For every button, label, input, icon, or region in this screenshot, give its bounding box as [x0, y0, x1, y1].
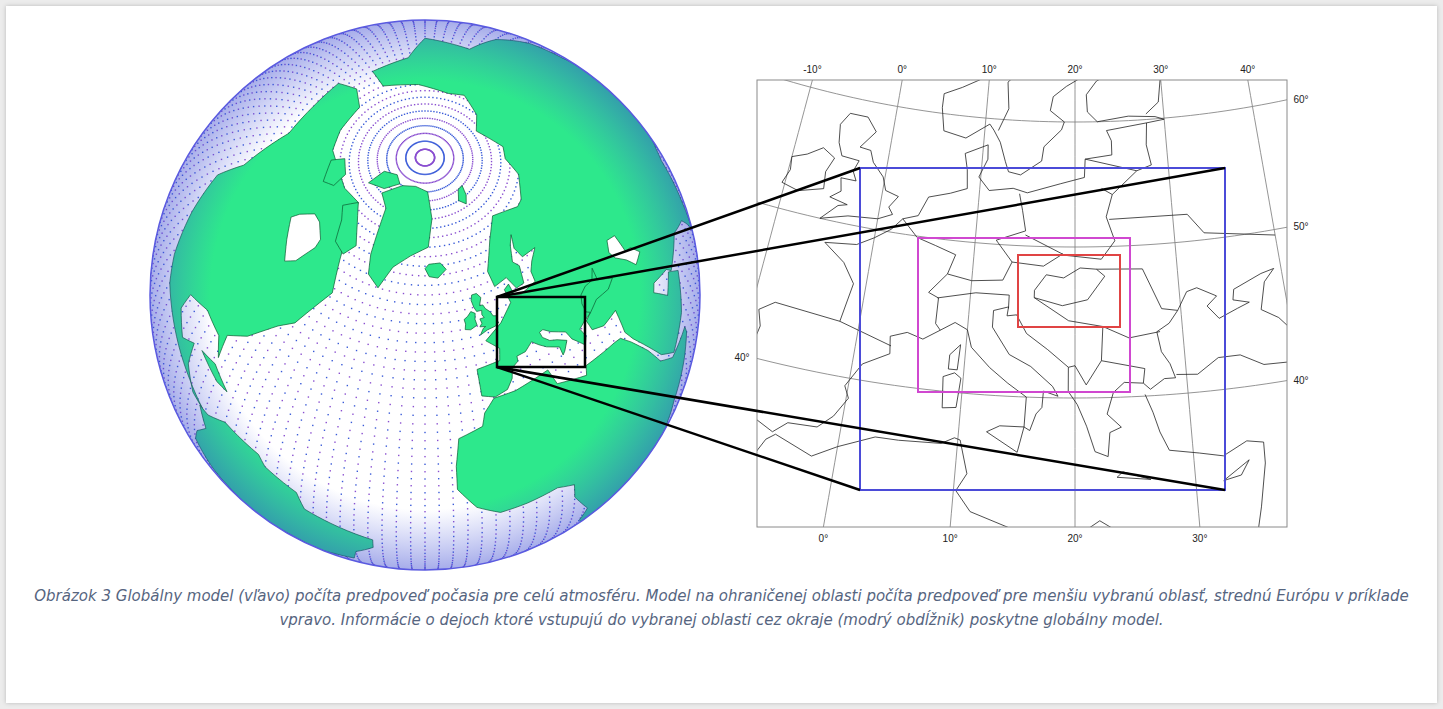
figure-stage: -10°0°10°20°30°40°60°50°40°40°0°10°20°30…: [0, 0, 1443, 709]
